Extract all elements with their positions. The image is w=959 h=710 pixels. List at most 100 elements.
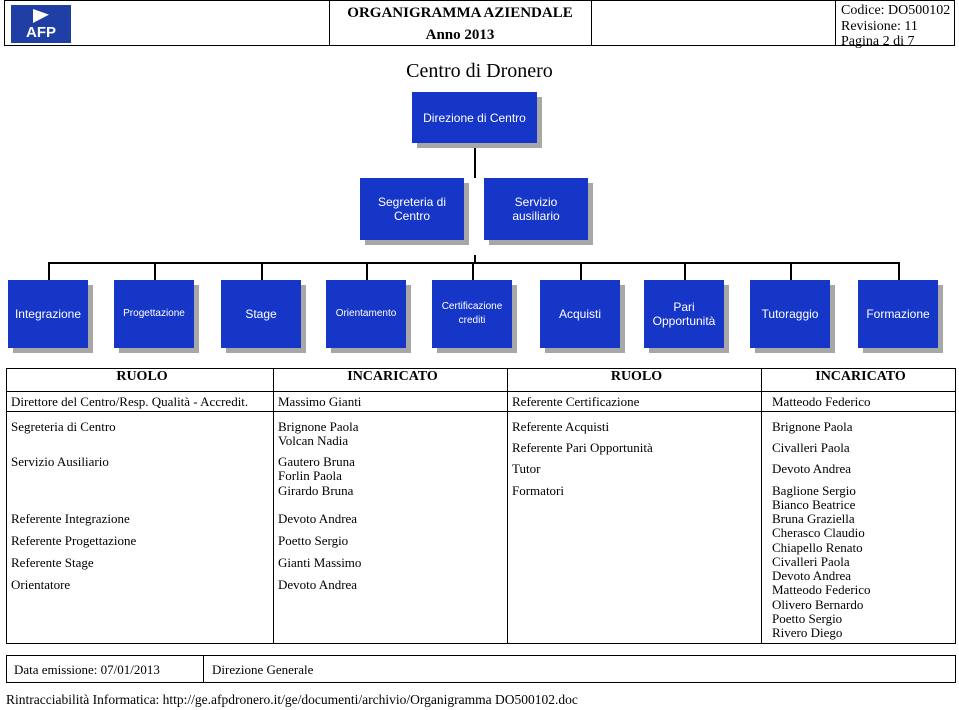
role-label: Referente Pari Opportunità bbox=[512, 440, 653, 455]
header-incaricato: INCARICATO bbox=[273, 368, 508, 392]
connector-line bbox=[898, 262, 900, 280]
org-box-orientamento: Orientamento bbox=[326, 280, 406, 348]
header-divider bbox=[329, 1, 330, 45]
role-label: Tutor bbox=[512, 461, 541, 476]
org-box-formazione: Formazione bbox=[858, 280, 938, 348]
person-name: Gianti Massimo bbox=[278, 555, 362, 570]
document-year: Anno 2013 bbox=[425, 27, 495, 43]
cell-content: Brignone Paola Civalleri Paola Devoto An… bbox=[772, 412, 955, 643]
org-box-label: Pari bbox=[673, 300, 695, 314]
role-label: Formatori bbox=[512, 483, 564, 498]
page-title: Centro di Dronero bbox=[406, 60, 553, 82]
person-name: Civalleri Paola bbox=[772, 554, 850, 569]
org-box-label: Orientamento bbox=[335, 308, 397, 319]
org-box-label: ausiliario bbox=[512, 209, 560, 223]
org-box-certificazione: Certificazione crediti bbox=[432, 280, 512, 348]
person-name: Volcan Nadia bbox=[278, 433, 349, 448]
connector-line bbox=[366, 262, 368, 280]
org-box-label: Segreteria di bbox=[377, 195, 447, 209]
roles-table: RUOLO INCARICATO RUOLO INCARICATO Dirett… bbox=[6, 368, 956, 644]
document-code: Codice: DO500102 bbox=[841, 3, 951, 18]
connector-line bbox=[154, 262, 156, 280]
table-cell: Direttore del Centro/Resp. Qualità - Acc… bbox=[6, 391, 274, 412]
table-cell: Brignone Paola Civalleri Paola Devoto An… bbox=[761, 411, 956, 644]
header-ruolo: RUOLO bbox=[6, 368, 274, 392]
org-box-label: Servizio bbox=[514, 195, 558, 209]
person-name: Gautero Bruna bbox=[278, 454, 355, 469]
org-box-label: Centro bbox=[393, 209, 431, 223]
table-cell: Referente Acquisti Referente Pari Opport… bbox=[507, 411, 762, 644]
person-name: Devoto Andrea bbox=[772, 461, 852, 476]
org-box-label: crediti bbox=[458, 315, 486, 326]
org-box-label: Formazione bbox=[866, 307, 930, 321]
org-box-acquisti: Acquisti bbox=[540, 280, 620, 348]
document-revision: Revisione: 11 bbox=[841, 18, 918, 34]
role-label: Servizio Ausiliario bbox=[11, 454, 109, 469]
org-box-label: Progettazione bbox=[123, 308, 185, 319]
logo-text: AFP bbox=[26, 24, 56, 41]
person-name: Forlin Paola bbox=[278, 468, 342, 483]
role-label: Orientatore bbox=[11, 577, 71, 592]
afp-logo: AFP bbox=[11, 5, 71, 43]
role-label: Referente Integrazione bbox=[11, 511, 130, 526]
person-name: Baglione Sergio bbox=[772, 483, 856, 498]
emission-date: Data emissione: 07/01/2013 bbox=[14, 662, 160, 677]
table-cell: Matteodo Federico bbox=[761, 391, 956, 412]
connector-line bbox=[684, 262, 686, 280]
connector-line bbox=[474, 143, 476, 178]
role-label: Segreteria di Centro bbox=[11, 419, 116, 434]
header-ruolo: RUOLO bbox=[507, 368, 762, 392]
table-cell: Referente Certificazione bbox=[507, 391, 762, 412]
document-page: Pagina 2 di 7 bbox=[841, 34, 915, 49]
person-name: Rivero Diego bbox=[772, 625, 843, 640]
connector-line bbox=[472, 262, 474, 280]
person-name: Girardo Bruna bbox=[278, 483, 354, 498]
document-title: ORGANIGRAMMA AZIENDALE bbox=[347, 5, 573, 21]
table-row: Segreteria di Centro Servizio Ausiliario… bbox=[6, 411, 956, 644]
table-header-row: RUOLO INCARICATO RUOLO INCARICATO bbox=[6, 368, 956, 392]
person-name: Chiapello Renato bbox=[772, 540, 863, 555]
connector-line bbox=[48, 262, 900, 264]
table-row: Direttore del Centro/Resp. Qualità - Acc… bbox=[6, 391, 956, 412]
person-name: Poetto Sergio bbox=[772, 611, 843, 626]
person-name: Devoto Andrea bbox=[278, 511, 358, 526]
org-box-label: Tutoraggio bbox=[761, 307, 819, 321]
person-name: Bruna Graziella bbox=[772, 511, 855, 526]
cell-content: Brignone Paola Volcan Nadia Gautero Brun… bbox=[278, 412, 507, 643]
org-box-pari-opportunita: Pari Opportunità bbox=[644, 280, 724, 348]
connector-line bbox=[580, 262, 582, 280]
org-box-direzione: Direzione di Centro bbox=[412, 92, 537, 143]
cell-content: Segreteria di Centro Servizio Ausiliario… bbox=[11, 412, 273, 643]
role-label: Referente Acquisti bbox=[512, 419, 610, 434]
org-box-servizio-ausiliario: Servizio ausiliario bbox=[484, 178, 588, 240]
role-label: Referente Progettazione bbox=[11, 533, 137, 548]
issuer: Direzione Generale bbox=[212, 662, 314, 677]
document-footer: Data emissione: 07/01/2013 Direzione Gen… bbox=[6, 655, 956, 683]
connector-line bbox=[48, 262, 50, 280]
table-cell: Brignone Paola Volcan Nadia Gautero Brun… bbox=[273, 411, 508, 644]
connector-line bbox=[790, 262, 792, 280]
person-name: Bianco Beatrice bbox=[772, 497, 856, 512]
table-cell: Segreteria di Centro Servizio Ausiliario… bbox=[6, 411, 274, 644]
org-box-label: Integrazione bbox=[14, 307, 82, 321]
person-name: Olivero Bernardo bbox=[772, 597, 864, 612]
header-divider bbox=[835, 1, 836, 45]
header-incaricato: INCARICATO bbox=[761, 368, 956, 392]
connector-line bbox=[261, 262, 263, 280]
traceability-line: Rintracciabilità Informatica: http://ge.… bbox=[6, 692, 578, 707]
person-name: Devoto Andrea bbox=[278, 577, 358, 592]
logo-flag-icon bbox=[33, 9, 49, 23]
org-box-label: Stage bbox=[245, 307, 277, 321]
cell-content: Referente Acquisti Referente Pari Opport… bbox=[512, 412, 761, 643]
person-name: Brignone Paola bbox=[772, 419, 853, 434]
person-name: Poetto Sergio bbox=[278, 533, 349, 548]
org-box-tutoraggio: Tutoraggio bbox=[750, 280, 830, 348]
document-header: AFP ORGANIGRAMMA AZIENDALE Anno 2013 Cod… bbox=[4, 0, 955, 49]
header-divider bbox=[591, 1, 592, 45]
document-meta: Codice: DO500102 Revisione: 11 Pagina 2 … bbox=[841, 3, 950, 50]
person-name: Cherasco Claudio bbox=[772, 525, 865, 540]
org-box-segreteria: Segreteria di Centro bbox=[360, 178, 464, 240]
person-name: Matteodo Federico bbox=[772, 582, 871, 597]
org-box-label: Opportunità bbox=[652, 314, 716, 328]
org-box-progettazione: Progettazione bbox=[114, 280, 194, 348]
